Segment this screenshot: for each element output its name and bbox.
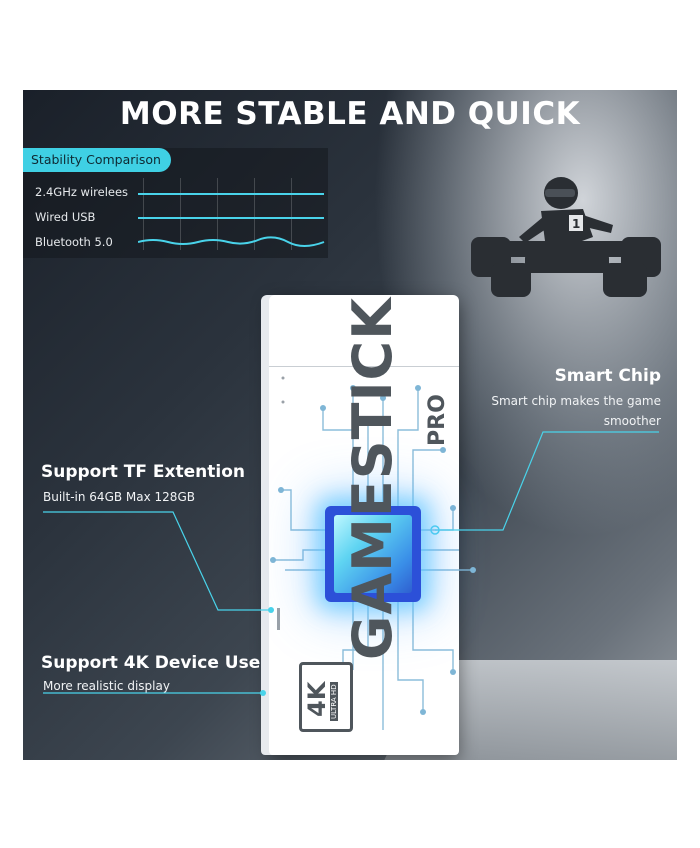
kart-number: 1 [572, 217, 580, 231]
uhd-desc: More realistic display [43, 679, 170, 693]
kart-number-plate [569, 215, 583, 231]
grid-line [217, 178, 218, 250]
signal-line-bluetooth [138, 236, 325, 247]
product-banner: MORE STABLE AND QUICK Stability Comparis… [23, 90, 677, 760]
smart-chip-desc-line2: smoother [603, 414, 661, 428]
badge-ultra-hd-label: ULTRA HD [330, 682, 338, 721]
tf-callout-line [43, 511, 271, 611]
smart-chip-title: Smart Chip [554, 366, 661, 386]
device-model: PRO [425, 394, 450, 446]
grid-line [291, 178, 292, 250]
stability-tag: Stability Comparison [23, 148, 171, 172]
badge-4k-label: 4K [303, 681, 331, 717]
tf-extension-title: Support TF Extention [41, 462, 245, 482]
smart-chip-desc-line1: Smart chip makes the game [491, 394, 661, 408]
grid-line [143, 178, 144, 250]
stability-row-bluetooth: Bluetooth 5.0 [35, 235, 113, 249]
chip-die [334, 515, 412, 593]
grid-line [254, 178, 255, 250]
stability-row-wireless: 2.4GHz wirelees [35, 185, 129, 199]
badge-4k: 4K ULTRA HD [299, 662, 353, 732]
uhd-title: Support 4K Device Use [41, 653, 261, 673]
chip-callout-line [435, 431, 659, 531]
headline: MORE STABLE AND QUICK [119, 96, 581, 132]
processor-chip-icon [325, 506, 421, 602]
grid-line [180, 178, 181, 250]
stability-signal-lines [138, 193, 325, 247]
stability-row-usb: Wired USB [35, 210, 96, 224]
device-brand: GAMESTICK [341, 296, 404, 660]
tf-extension-desc: Built-in 64GB Max 128GB [43, 490, 195, 504]
go-kart-racer-icon: 1 [471, 177, 661, 297]
stick-cap-line [269, 366, 459, 367]
